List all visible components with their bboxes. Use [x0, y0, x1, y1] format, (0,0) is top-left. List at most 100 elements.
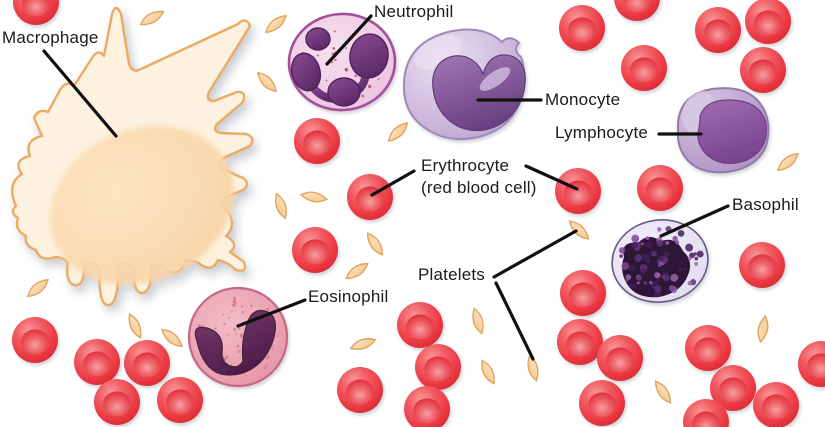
- granule-dot: [687, 280, 693, 286]
- label-basophil: Basophil: [732, 195, 799, 214]
- granule-dot: [657, 255, 664, 262]
- pointer-line-basophil: [659, 204, 730, 238]
- granule-dot: [233, 327, 237, 331]
- granule-dot: [636, 281, 640, 285]
- pointer-line-neutrophil: [325, 14, 373, 66]
- granule-dot: [234, 332, 237, 335]
- granule-dot: [619, 254, 623, 258]
- granule-dot: [656, 273, 661, 277]
- granule-dot: [330, 61, 334, 64]
- granule-dot: [223, 322, 226, 325]
- granule-dot: [266, 355, 270, 358]
- granule-dot: [345, 67, 348, 70]
- pointer-line-platelets: [492, 229, 578, 279]
- granule-dot: [683, 267, 688, 271]
- granule-dot: [276, 334, 279, 337]
- neutrophil-cell: [287, 12, 397, 112]
- granule-dot: [618, 247, 626, 254]
- erythrocyte-cell: [614, 0, 660, 21]
- erythrocyte-cell: [557, 319, 603, 365]
- granule-dot: [232, 303, 236, 307]
- granule-dot: [250, 304, 253, 307]
- granule-dot: [198, 324, 201, 327]
- erythrocyte-cell: [294, 118, 340, 164]
- erythrocyte-cell: [739, 242, 785, 288]
- granule-dot: [354, 74, 357, 78]
- granule-dot: [237, 327, 241, 330]
- macrophage-cell: [10, 6, 254, 307]
- pointer-line-macrophage: [42, 49, 118, 138]
- granule-dot: [316, 54, 319, 57]
- label-erythrocyte-line1: Erythrocyte: [421, 156, 510, 175]
- erythrocyte-layer: [12, 0, 825, 427]
- granule-dot: [222, 313, 225, 316]
- platelet-cell: [161, 328, 183, 348]
- granule-dot: [271, 348, 274, 351]
- erythrocyte-cell: [124, 340, 170, 386]
- erythrocyte-cell: [560, 270, 606, 316]
- granule-dot: [687, 256, 692, 261]
- granule-dot: [334, 58, 337, 62]
- granule-dot: [214, 327, 217, 330]
- erythrocyte-cell: [745, 0, 791, 44]
- erythrocyte-cell: [397, 302, 443, 348]
- granule-dot: [694, 261, 699, 266]
- platelet-cell: [366, 232, 384, 256]
- granule-dot: [694, 256, 699, 261]
- platelet-cell: [481, 359, 495, 385]
- granule-dot: [643, 281, 647, 285]
- granule-dot: [241, 310, 245, 314]
- pointer-line-erythrocyte: [524, 164, 579, 191]
- granule-dot: [361, 94, 365, 98]
- platelet-cell: [257, 71, 277, 93]
- platelet-cell: [387, 122, 409, 142]
- platelet-cell: [299, 191, 329, 203]
- granule-dot: [237, 349, 241, 353]
- granule-dot: [645, 240, 653, 249]
- lymphocyte-cell: [676, 87, 770, 174]
- granule-dot: [232, 300, 236, 304]
- erythrocyte-cell: [559, 5, 605, 51]
- granule-dot: [234, 302, 237, 305]
- granule-dot: [266, 307, 270, 311]
- erythrocyte-cell: [555, 168, 601, 214]
- erythrocyte-cell: [683, 399, 729, 427]
- granule-dot: [677, 230, 685, 237]
- granule-dot: [657, 227, 662, 232]
- granule-dot: [663, 251, 670, 257]
- platelet-cell: [26, 278, 50, 298]
- granule-dot: [665, 240, 670, 245]
- erythrocyte-cell: [94, 379, 140, 425]
- granule-dot: [661, 275, 666, 279]
- granule-dot: [634, 254, 643, 263]
- granule-dot: [230, 310, 233, 313]
- erythrocyte-cell: [798, 341, 825, 387]
- granule-dot: [675, 240, 680, 245]
- granule-dot: [264, 365, 268, 370]
- erythrocyte-cell: [157, 377, 203, 423]
- granule-dot: [642, 253, 651, 262]
- granule-dot: [670, 273, 679, 282]
- monocyte-cell: [402, 28, 526, 141]
- platelet-cell: [527, 354, 539, 382]
- platelet-cell: [349, 338, 377, 350]
- erythrocyte-cell: [404, 386, 450, 427]
- granule-dot: [333, 30, 336, 33]
- granule-dot: [630, 242, 638, 249]
- granule-dot: [226, 333, 229, 336]
- erythrocyte-cell: [597, 335, 643, 381]
- platelet-cell: [568, 220, 590, 240]
- granule-dot: [325, 79, 328, 82]
- platelet-layer: [26, 10, 800, 404]
- erythrocyte-cell: [13, 0, 59, 25]
- label-platelets: Platelets: [418, 265, 486, 284]
- erythrocyte-cell: [740, 47, 786, 93]
- granule-dot: [332, 46, 336, 50]
- granule-dot: [234, 298, 236, 301]
- granule-dot: [672, 235, 678, 242]
- granule-dot: [244, 374, 247, 377]
- label-eosinophil: Eosinophil: [308, 287, 389, 306]
- erythrocyte-cell: [753, 382, 799, 427]
- granule-dot: [631, 234, 640, 243]
- platelet-cell: [275, 192, 287, 220]
